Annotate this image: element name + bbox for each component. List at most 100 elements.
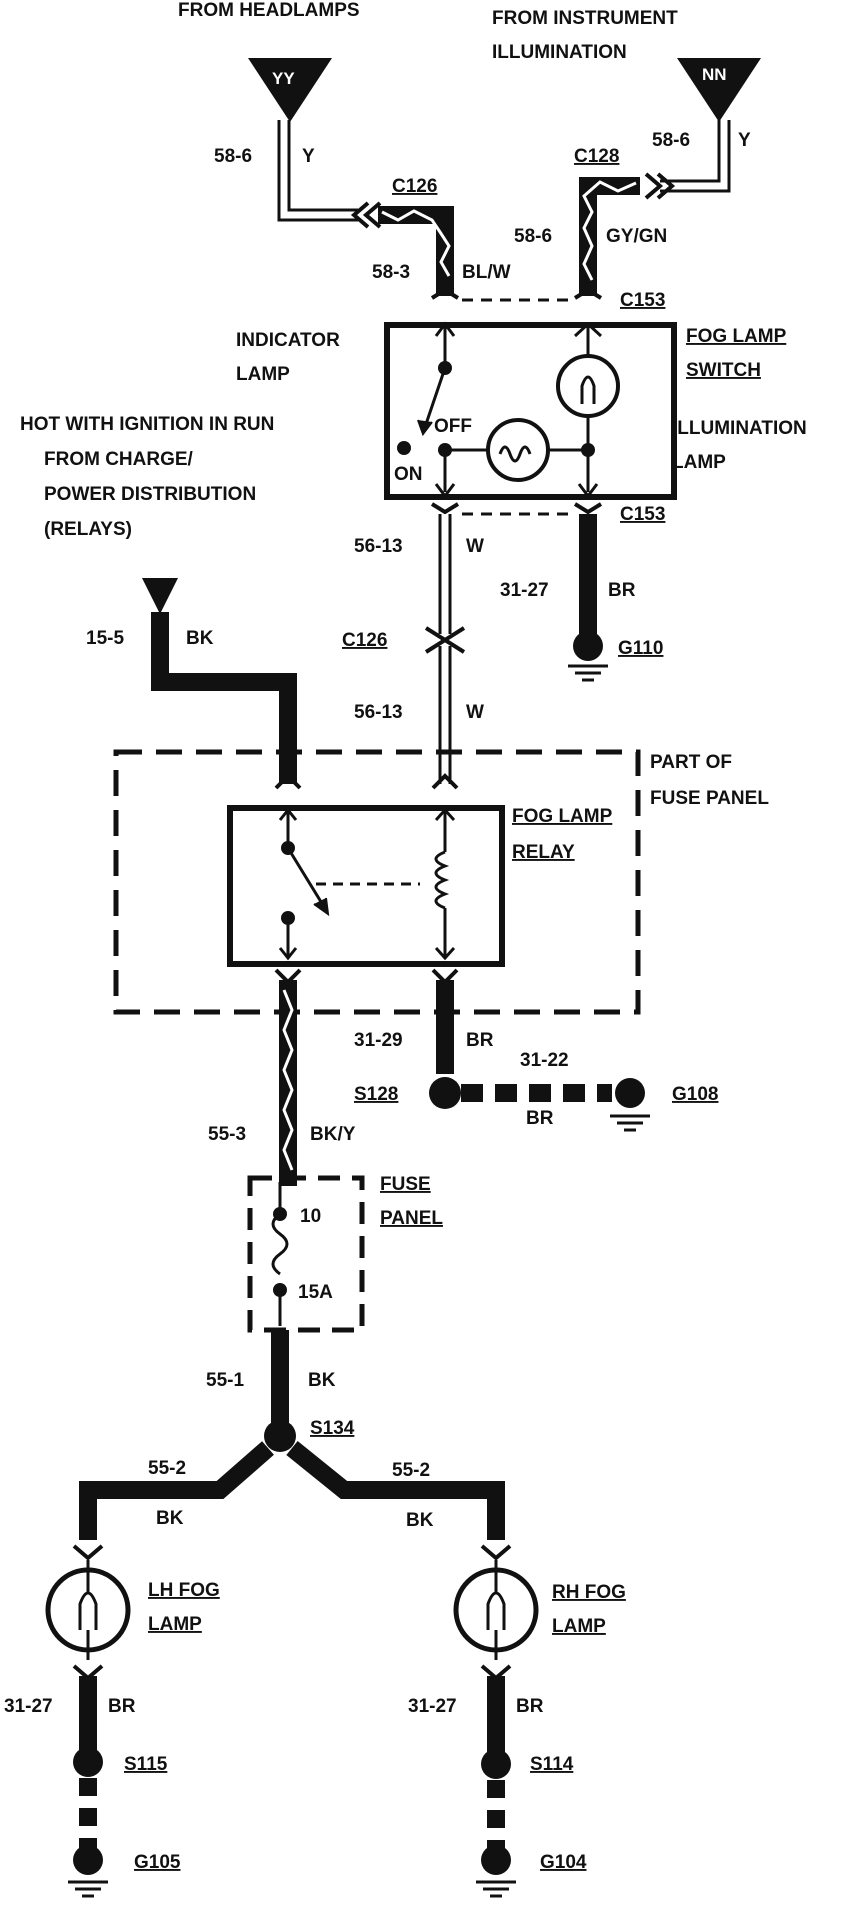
- label-lh-lamp: LAMP: [148, 1614, 202, 1635]
- label-c126-top: C126: [392, 176, 437, 197]
- source-yy-triangle-icon: [248, 58, 332, 122]
- label-part-of: PART OF: [650, 752, 732, 773]
- label-y-left: Y: [302, 146, 315, 167]
- label-58-6-mid: 58-6: [514, 226, 552, 247]
- label-w-b: W: [466, 702, 484, 723]
- relay-contact-blade: [286, 847, 328, 911]
- splice-s134-icon: [264, 1420, 296, 1452]
- fuse-panel-region: [113, 749, 641, 1015]
- fog-lamp-relay-box: [227, 805, 505, 967]
- label-fuse: FUSE: [380, 1174, 431, 1195]
- connector-c126-top: [350, 201, 370, 229]
- source-hot-triangle-icon: [142, 578, 178, 614]
- illumination-lamp-bulb-icon: [556, 354, 620, 418]
- ground-g105-icon: [73, 1845, 103, 1875]
- label-illumination-source: ILLUMINATION: [492, 42, 627, 63]
- label-s115: S115: [124, 1754, 168, 1775]
- label-55-3: 55-3: [208, 1124, 246, 1145]
- label-indicator-lamp: LAMP: [236, 364, 290, 385]
- label-15-5: 15-5: [86, 628, 124, 649]
- label-31-29: 31-29: [354, 1030, 403, 1051]
- label-fog-lamp-switch: FOG LAMP: [686, 326, 787, 347]
- label-55-2-right: 55-2: [392, 1460, 430, 1481]
- label-y-right: Y: [738, 130, 751, 151]
- wire-58-6-left: [277, 120, 358, 222]
- label-bk-15: BK: [186, 628, 214, 649]
- label-nn: NN: [702, 65, 727, 84]
- label-c153-top: C153: [620, 290, 665, 311]
- label-31-27-left: 31-27: [4, 1696, 53, 1717]
- label-g105: G105: [134, 1852, 181, 1873]
- label-power-distribution: POWER DISTRIBUTION: [44, 484, 256, 505]
- label-s114: S114: [530, 1754, 574, 1775]
- label-br-right: BR: [516, 1696, 544, 1717]
- label-br-22: BR: [526, 1108, 554, 1129]
- label-58-6-right: 58-6: [652, 130, 690, 151]
- label-br-left: BR: [108, 1696, 136, 1717]
- wire-55-2-right: [286, 1440, 505, 1540]
- label-fog-lamp-relay: FOG LAMP: [512, 806, 613, 827]
- wire-15-5: [151, 612, 297, 784]
- splice-s115-icon: [73, 1747, 103, 1777]
- ground-g108-icon: [615, 1078, 645, 1108]
- connector-c153-top: [430, 287, 460, 300]
- label-illumination: ILLUMINATION: [672, 418, 807, 439]
- label-lh-fog: LH FOG: [148, 1580, 220, 1601]
- label-58-6-left: 58-6: [214, 146, 252, 167]
- fog-lamp-switch-box: [384, 322, 677, 500]
- label-bky: BK/Y: [310, 1124, 356, 1145]
- label-relays: (RELAYS): [44, 519, 132, 540]
- splice-s128-icon: [429, 1077, 461, 1109]
- label-br-29: BR: [466, 1030, 494, 1051]
- label-indicator: INDICATOR: [236, 330, 340, 351]
- label-31-27-right: 31-27: [408, 1696, 457, 1717]
- label-fuse-panel: PANEL: [380, 1208, 443, 1229]
- label-from-instrument: FROM INSTRUMENT: [492, 8, 678, 29]
- label-c153-bottom: C153: [620, 504, 665, 525]
- indicator-lamp-bulb-icon: [486, 418, 550, 482]
- label-55-2-left: 55-2: [148, 1458, 186, 1479]
- label-bk-right: BK: [406, 1510, 434, 1531]
- ground-g104-icon: [481, 1845, 511, 1875]
- label-rh-lamp: LAMP: [552, 1616, 606, 1637]
- label-g110: G110: [618, 638, 663, 659]
- switch-off-contact: [397, 441, 411, 455]
- label-55-1: 55-1: [206, 1370, 244, 1391]
- label-gygn: GY/GN: [606, 226, 667, 247]
- label-fuse-number: 10: [300, 1206, 321, 1227]
- label-from-charge: FROM CHARGE/: [44, 449, 194, 470]
- label-from-headlamps: FROM HEADLAMPS: [178, 0, 360, 21]
- switch-blade: [422, 367, 447, 431]
- label-s128: S128: [354, 1084, 398, 1105]
- label-31-22: 31-22: [520, 1050, 569, 1071]
- label-fuse-amperage: 15A: [298, 1282, 333, 1303]
- label-g108: G108: [672, 1084, 718, 1105]
- connector-c128-top: [644, 172, 664, 200]
- wire-58-6-mid: [579, 177, 640, 296]
- splice-s114-icon: [481, 1749, 511, 1779]
- label-on: ON: [394, 464, 423, 485]
- fuse-element-icon: [271, 1212, 289, 1276]
- label-off: OFF: [434, 416, 472, 437]
- ground-g110-icon: [573, 631, 603, 661]
- wire-58-3: [378, 206, 454, 296]
- label-31-27-top: 31-27: [500, 580, 549, 601]
- label-bk-55-1: BK: [308, 1370, 336, 1391]
- label-switch: SWITCH: [686, 360, 761, 381]
- label-56-13-b: 56-13: [354, 702, 403, 723]
- label-hot-with-ignition: HOT WITH IGNITION IN RUN: [20, 414, 274, 435]
- label-c128-top: C128: [574, 146, 619, 167]
- source-nn-triangle-icon: [677, 58, 761, 122]
- label-c126-mid: C126: [342, 630, 387, 651]
- label-58-3: 58-3: [372, 262, 410, 283]
- label-yy: YY: [272, 69, 295, 88]
- label-br-top: BR: [608, 580, 636, 601]
- label-illumination-lamp: LAMP: [672, 452, 726, 473]
- label-blw: BL/W: [462, 262, 511, 283]
- label-s134: S134: [310, 1418, 355, 1439]
- label-rh-fog: RH FOG: [552, 1582, 626, 1603]
- label-relay: RELAY: [512, 842, 575, 863]
- fuse-panel-box: [247, 1175, 365, 1333]
- label-g104: G104: [540, 1852, 587, 1873]
